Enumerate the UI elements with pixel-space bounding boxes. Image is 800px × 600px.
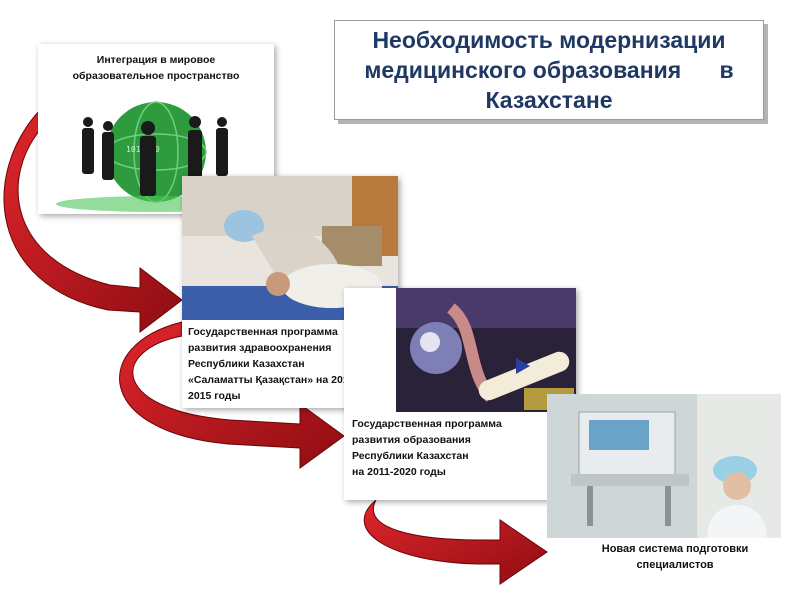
arrow-1 bbox=[3, 108, 183, 334]
step-label: Государственная программа развития здрав… bbox=[188, 326, 363, 402]
step-label: Государственная программа развития образ… bbox=[352, 418, 502, 478]
arrow-3 bbox=[363, 499, 548, 585]
graduation-diploma-image bbox=[396, 288, 576, 412]
slide-title: Необходимость модернизации медицинского … bbox=[364, 27, 734, 113]
laboratory-image bbox=[547, 394, 781, 538]
step-label: Интеграция в мировое образовательное про… bbox=[72, 54, 240, 82]
step-label-new-training: Новая система подготовки специалистов bbox=[601, 543, 749, 571]
arrow-2 bbox=[119, 321, 345, 469]
step-card-education-program: Государственная программа развития образ… bbox=[344, 288, 576, 500]
slide-title-box: Необходимость модернизации медицинского … bbox=[334, 20, 764, 120]
step-card-new-training bbox=[547, 394, 781, 538]
